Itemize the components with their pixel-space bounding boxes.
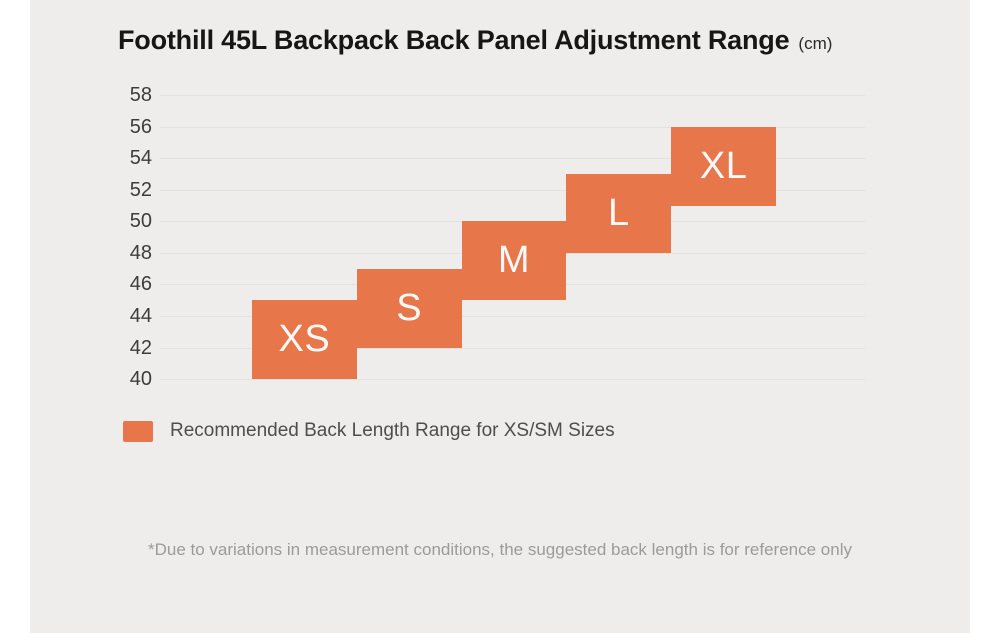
- y-axis-tick-label: 46: [129, 273, 152, 296]
- y-axis-tick-label: 42: [129, 336, 152, 359]
- y-axis-tick-label: 54: [129, 147, 152, 170]
- range-bar-l: L: [566, 173, 672, 253]
- range-bar-xs: XS: [252, 300, 357, 380]
- bar-label: XL: [699, 144, 748, 187]
- legend-swatch: [123, 420, 153, 442]
- chart-header: Foothill 45L Backpack Back Panel Adjustm…: [118, 25, 832, 56]
- gridline: [160, 126, 865, 128]
- gridline: [160, 95, 865, 96]
- range-bar-s: S: [356, 268, 462, 348]
- y-axis-tick-label: 52: [129, 178, 152, 201]
- bar-label: M: [497, 239, 531, 282]
- footnote: *Due to variations in measurement condit…: [147, 540, 852, 559]
- chart-legend: Recommended Back Length Range for XS/SM …: [123, 420, 615, 442]
- gridline: [160, 189, 865, 191]
- bar-label: XS: [278, 318, 331, 361]
- y-axis-tick-label: 44: [129, 305, 152, 328]
- y-axis-tick-label: 56: [129, 115, 152, 138]
- gridline: [160, 158, 865, 160]
- y-axis-tick-label: 50: [129, 210, 152, 233]
- legend-label: Recommended Back Length Range for XS/SM …: [170, 420, 615, 441]
- y-axis-tick-label: 40: [129, 368, 152, 391]
- range-bar-m: M: [461, 221, 567, 301]
- gridline: [160, 316, 865, 318]
- chart-unit-label: (cm): [798, 34, 833, 53]
- bar-label: L: [607, 191, 630, 234]
- gridline: [160, 347, 865, 349]
- chart-panel: Foothill 45L Backpack Back Panel Adjustm…: [30, 0, 970, 633]
- gridline: [160, 379, 865, 381]
- bar-label: S: [396, 286, 423, 329]
- y-axis-tick-label: 58: [129, 84, 152, 106]
- range-bar-xl: XL: [671, 126, 776, 206]
- y-axis-tick-label: 48: [129, 241, 152, 264]
- range-bar-chart: 58 56 54 52 50 48 46 44 42 40 XS S M L XL: [30, 0, 970, 633]
- chart-title: Foothill 45L Backpack Back Panel Adjustm…: [118, 25, 790, 55]
